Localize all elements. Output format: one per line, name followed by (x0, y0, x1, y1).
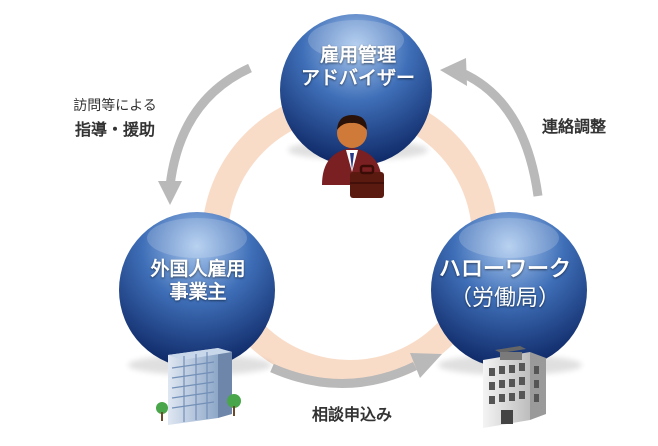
hellowork-label: ハローワーク （労働局） (420, 256, 590, 313)
businessman-icon (322, 115, 384, 198)
arrow-label-guidance: 訪問等による 指導・援助 (40, 96, 190, 142)
advisor-circle (280, 14, 432, 166)
arrow-advisor-to-employer (158, 63, 252, 205)
hellowork-circle (431, 212, 587, 368)
arrow-employer-to-hellowork (270, 353, 442, 388)
arrow-hellowork-to-advisor (440, 58, 543, 197)
arrow-label-coordination: 連絡調整 (541, 117, 606, 136)
advisor-label-line2: アドバイザー (300, 67, 415, 90)
employer-label-line1: 外国人雇用 (150, 258, 246, 280)
advisor-label-line1: 雇用管理 (319, 44, 396, 66)
employer-circle (119, 212, 275, 368)
hellowork-label-line1: ハローワーク (438, 257, 571, 282)
employer-label: 外国人雇用 事業主 (118, 258, 278, 304)
arrow-label-guidance-line1: 訪問等による (73, 98, 157, 114)
advisor-label: 雇用管理 アドバイザー (283, 44, 433, 90)
government-building-icon (483, 346, 546, 428)
hellowork-label-line2: （労働局） (449, 285, 560, 311)
arrow-label-consultation: 相談申込み (311, 405, 392, 424)
office-building-icon (156, 348, 241, 425)
arrow-label-guidance-line2: 指導・援助 (74, 119, 155, 139)
employer-label-line2: 事業主 (169, 281, 227, 304)
